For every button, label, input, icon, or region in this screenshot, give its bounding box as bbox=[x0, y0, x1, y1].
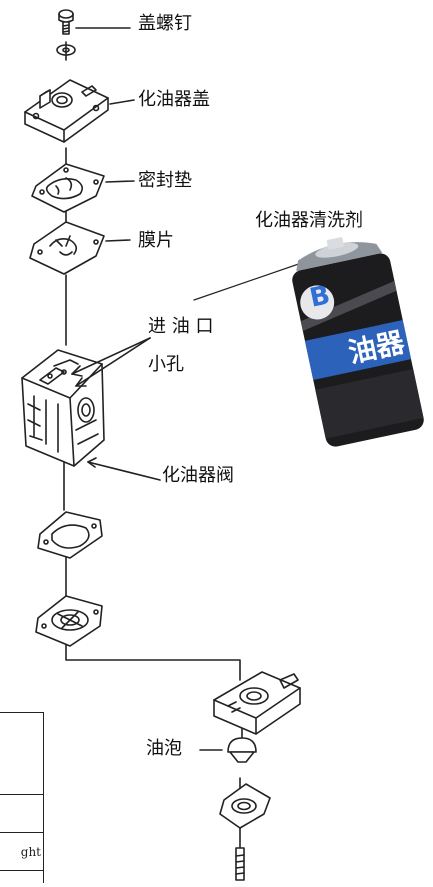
table-row-line bbox=[0, 712, 44, 713]
label-cleaner: 化油器清洗剂 bbox=[255, 210, 363, 231]
label-diaphragm: 膜片 bbox=[138, 230, 174, 251]
label-bubble: 油泡 bbox=[146, 738, 182, 759]
cover-leader-line bbox=[109, 99, 135, 105]
gasket-leader-line bbox=[105, 180, 135, 183]
table-row-line bbox=[0, 794, 44, 795]
bottom-flange-part bbox=[219, 783, 271, 829]
table-row-line bbox=[0, 832, 44, 833]
carburetor-cleaner-can bbox=[292, 237, 424, 447]
table-row-line bbox=[0, 870, 44, 871]
bottom-bolt-part bbox=[235, 847, 245, 881]
inlet-arrow-1 bbox=[71, 337, 151, 375]
table-cell-text: ght bbox=[20, 845, 41, 859]
washer-part bbox=[56, 44, 76, 56]
valve-arrow bbox=[87, 461, 161, 481]
lower-cover-part bbox=[213, 671, 301, 735]
partial-table: ght bbox=[0, 712, 44, 883]
pump-plate-part bbox=[35, 595, 103, 647]
label-screw: 盖螺钉 bbox=[138, 13, 192, 34]
lower-gasket-part bbox=[37, 511, 103, 559]
label-carb-valve: 化油器阀 bbox=[162, 465, 234, 486]
diaphragm-part bbox=[29, 221, 105, 275]
label-small-hole: 小孔 bbox=[148, 354, 184, 375]
inlet-arrow-2 bbox=[75, 337, 151, 387]
cover-screw-part bbox=[58, 9, 74, 35]
cleaner-leader-line bbox=[193, 257, 317, 301]
carburetor-body-part bbox=[21, 349, 105, 467]
carburetor-cover-part bbox=[24, 79, 109, 143]
gasket-part bbox=[31, 163, 105, 213]
label-gasket: 密封垫 bbox=[138, 170, 192, 191]
label-carb-cover: 化油器盖 bbox=[138, 89, 210, 110]
diaphragm-leader-line bbox=[105, 239, 131, 242]
primer-bubble-part bbox=[227, 737, 257, 763]
label-inlet: 进 油 口 bbox=[148, 316, 214, 337]
